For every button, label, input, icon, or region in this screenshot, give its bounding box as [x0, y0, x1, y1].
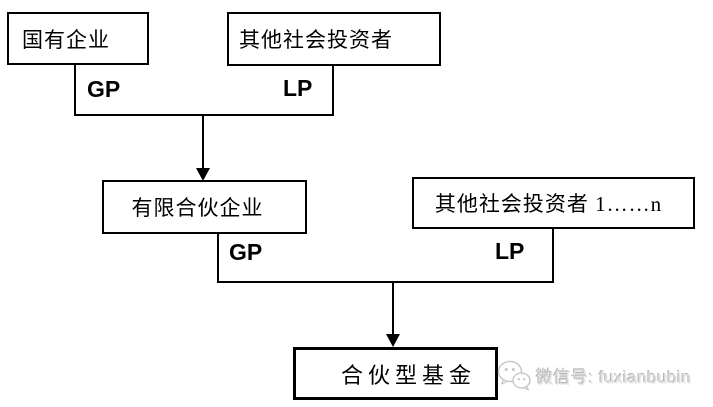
- arrow-to-limited-partnership-shaft: [202, 116, 204, 170]
- node-other-social-investors: 其他社会投资者: [227, 12, 441, 66]
- node-other-social-investors-1-n: 其他社会投资者 1……n: [412, 177, 695, 229]
- node-limited-partnership: 有限合伙企业: [102, 180, 307, 234]
- node-state-owned-enterprise: 国有企业: [7, 12, 149, 65]
- wechat-icon: [497, 360, 531, 391]
- watermark: 微信号: fuxianbubin: [497, 359, 691, 392]
- connector-bottom-join: [217, 281, 554, 283]
- connector-limited-partnership-down: [217, 233, 219, 283]
- watermark-text: 微信号: fuxianbubin: [536, 368, 692, 387]
- arrow-to-limited-partnership-head: [196, 168, 210, 181]
- arrow-to-partnership-fund-shaft: [392, 283, 394, 336]
- node-partnership-fund: 合伙型基金: [293, 347, 498, 400]
- role-label-gp-top: GP: [87, 76, 121, 102]
- arrow-to-partnership-fund-head: [386, 334, 400, 347]
- role-label-gp-bottom: GP: [229, 239, 263, 265]
- connector-other-investors-n-down: [552, 228, 554, 283]
- connector-other-investors-down: [332, 64, 334, 116]
- connector-state-owned-down: [74, 64, 76, 116]
- connector-top-join: [74, 114, 334, 116]
- role-label-lp-top: LP: [283, 75, 313, 101]
- role-label-lp-bottom: LP: [495, 238, 525, 264]
